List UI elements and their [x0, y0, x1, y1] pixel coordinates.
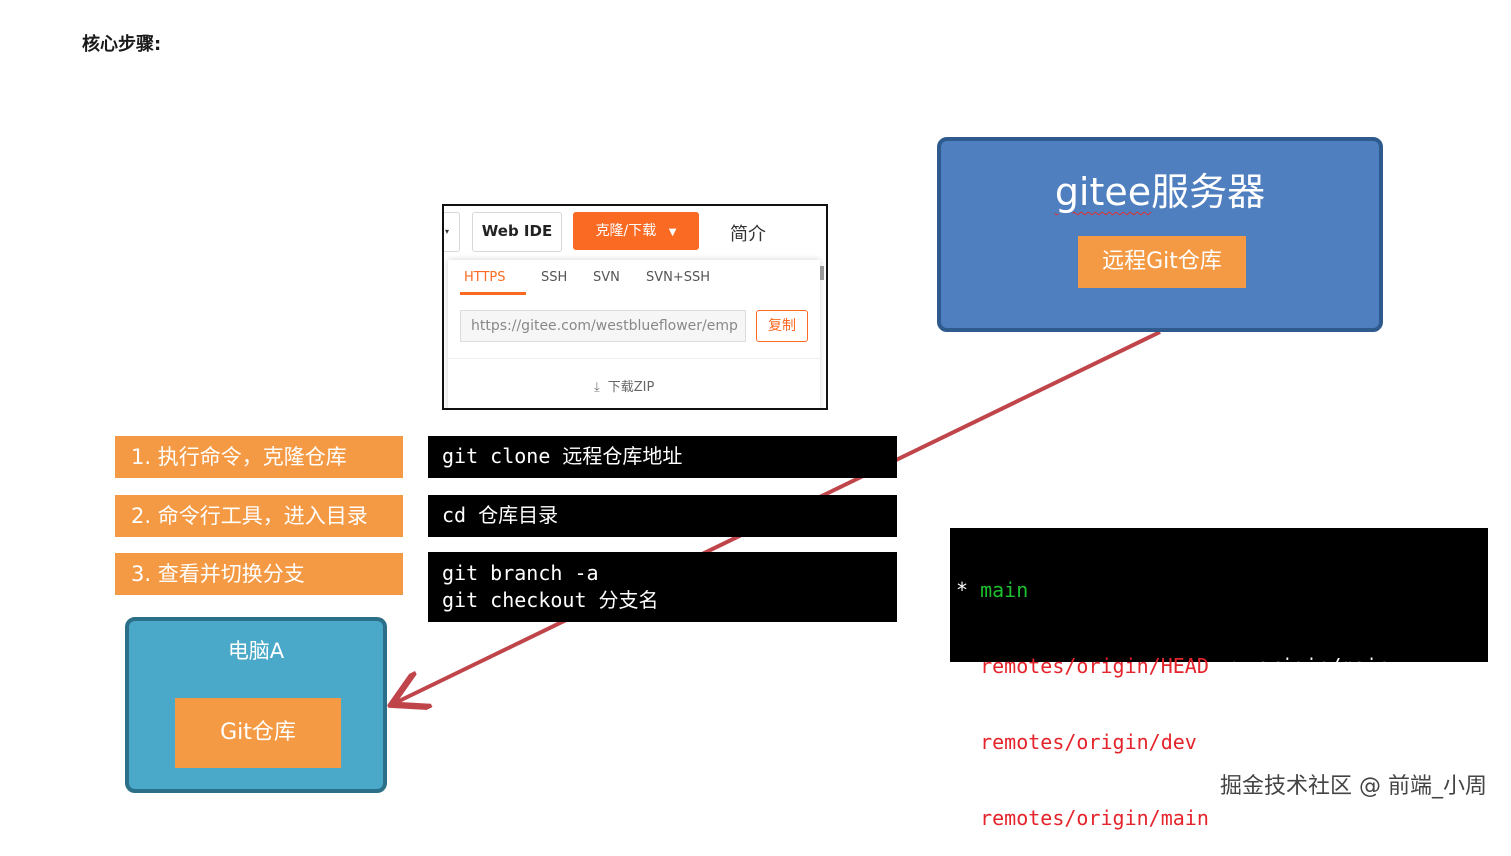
copy-button[interactable]: 复制 — [756, 310, 808, 342]
heading: 核心步骤: — [82, 34, 162, 55]
step-1-command: git clone 远程仓库地址 — [428, 436, 897, 478]
download-zip-link[interactable]: ⤓下载ZIP — [594, 380, 655, 395]
clone-url-input[interactable]: https://gitee.com/westblueflower/emp — [460, 310, 746, 342]
step-2-command: cd 仓库目录 — [428, 495, 897, 537]
current-branch-marker: * — [956, 578, 969, 602]
step-3-label: 3. 查看并切换分支 — [115, 553, 403, 595]
web-ide-button[interactable]: Web IDE — [472, 212, 562, 252]
terminal-line: remotes/origin/main — [956, 804, 1488, 832]
chevron-down-icon: ▼ — [668, 227, 677, 238]
command-line: git clone 远程仓库地址 — [442, 444, 683, 468]
step-1-label: 1. 执行命令，克隆仓库 — [115, 436, 403, 478]
clone-download-button[interactable]: 克隆/下载 ▼ — [573, 212, 699, 250]
scroll-edge — [820, 266, 824, 280]
pc-title: 电脑A — [227, 639, 285, 663]
command-line: git checkout 分支名 — [442, 588, 659, 612]
head-target: origin/main — [1257, 654, 1390, 678]
remote-repo-box: 远程Git仓库 — [1078, 236, 1246, 288]
dropdown-caret-icon: ▾ — [445, 227, 450, 236]
tab-ssh[interactable]: SSH — [541, 270, 568, 285]
remote-branch: remotes/origin/main — [980, 806, 1209, 830]
step-2-label: 2. 命令行工具，进入目录 — [115, 495, 403, 537]
toolbar-partial-button[interactable]: ▾ — [444, 212, 460, 252]
clone-dropdown: HTTPS SSH SVN SVN+SSH https://gitee.com/… — [448, 260, 820, 408]
watermark: 掘金技术社区 @ 前端_小周 — [1220, 774, 1487, 799]
step-3-command: git branch -a git checkout 分支名 — [428, 552, 897, 622]
command-line: git branch -a — [442, 561, 599, 585]
download-icon: ⤓ — [594, 380, 600, 395]
gitee-clone-panel: ▾ Web IDE 克隆/下载 ▼ 简介 HTTPS SSH SVN SVN+S… — [442, 204, 828, 410]
pointer-arrow: -> — [1220, 654, 1246, 678]
branch-output-terminal: * main remotes/origin/HEAD -> origin/mai… — [950, 528, 1488, 830]
terminal-line: * main — [956, 576, 1488, 604]
divider — [448, 358, 820, 359]
server-title: gitee服务器 — [1054, 170, 1266, 214]
local-repo-box: Git仓库 — [175, 698, 341, 768]
tab-svn[interactable]: SVN — [593, 270, 620, 285]
gitee-server-box: gitee服务器 远程Git仓库 — [937, 137, 1383, 332]
current-branch: main — [980, 578, 1029, 602]
remote-branch: remotes/origin/HEAD — [980, 654, 1209, 678]
command-line: cd 仓库目录 — [442, 503, 559, 527]
intro-label: 简介 — [730, 224, 766, 245]
tab-svn-ssh[interactable]: SVN+SSH — [646, 270, 711, 285]
terminal-line: remotes/origin/HEAD -> origin/main — [956, 652, 1488, 680]
tab-https[interactable]: HTTPS — [464, 270, 506, 285]
active-tab-indicator — [460, 292, 526, 295]
remote-branch: remotes/origin/dev — [980, 730, 1197, 754]
local-pc-box: 电脑A Git仓库 — [125, 617, 387, 793]
terminal-line: remotes/origin/dev — [956, 728, 1488, 756]
